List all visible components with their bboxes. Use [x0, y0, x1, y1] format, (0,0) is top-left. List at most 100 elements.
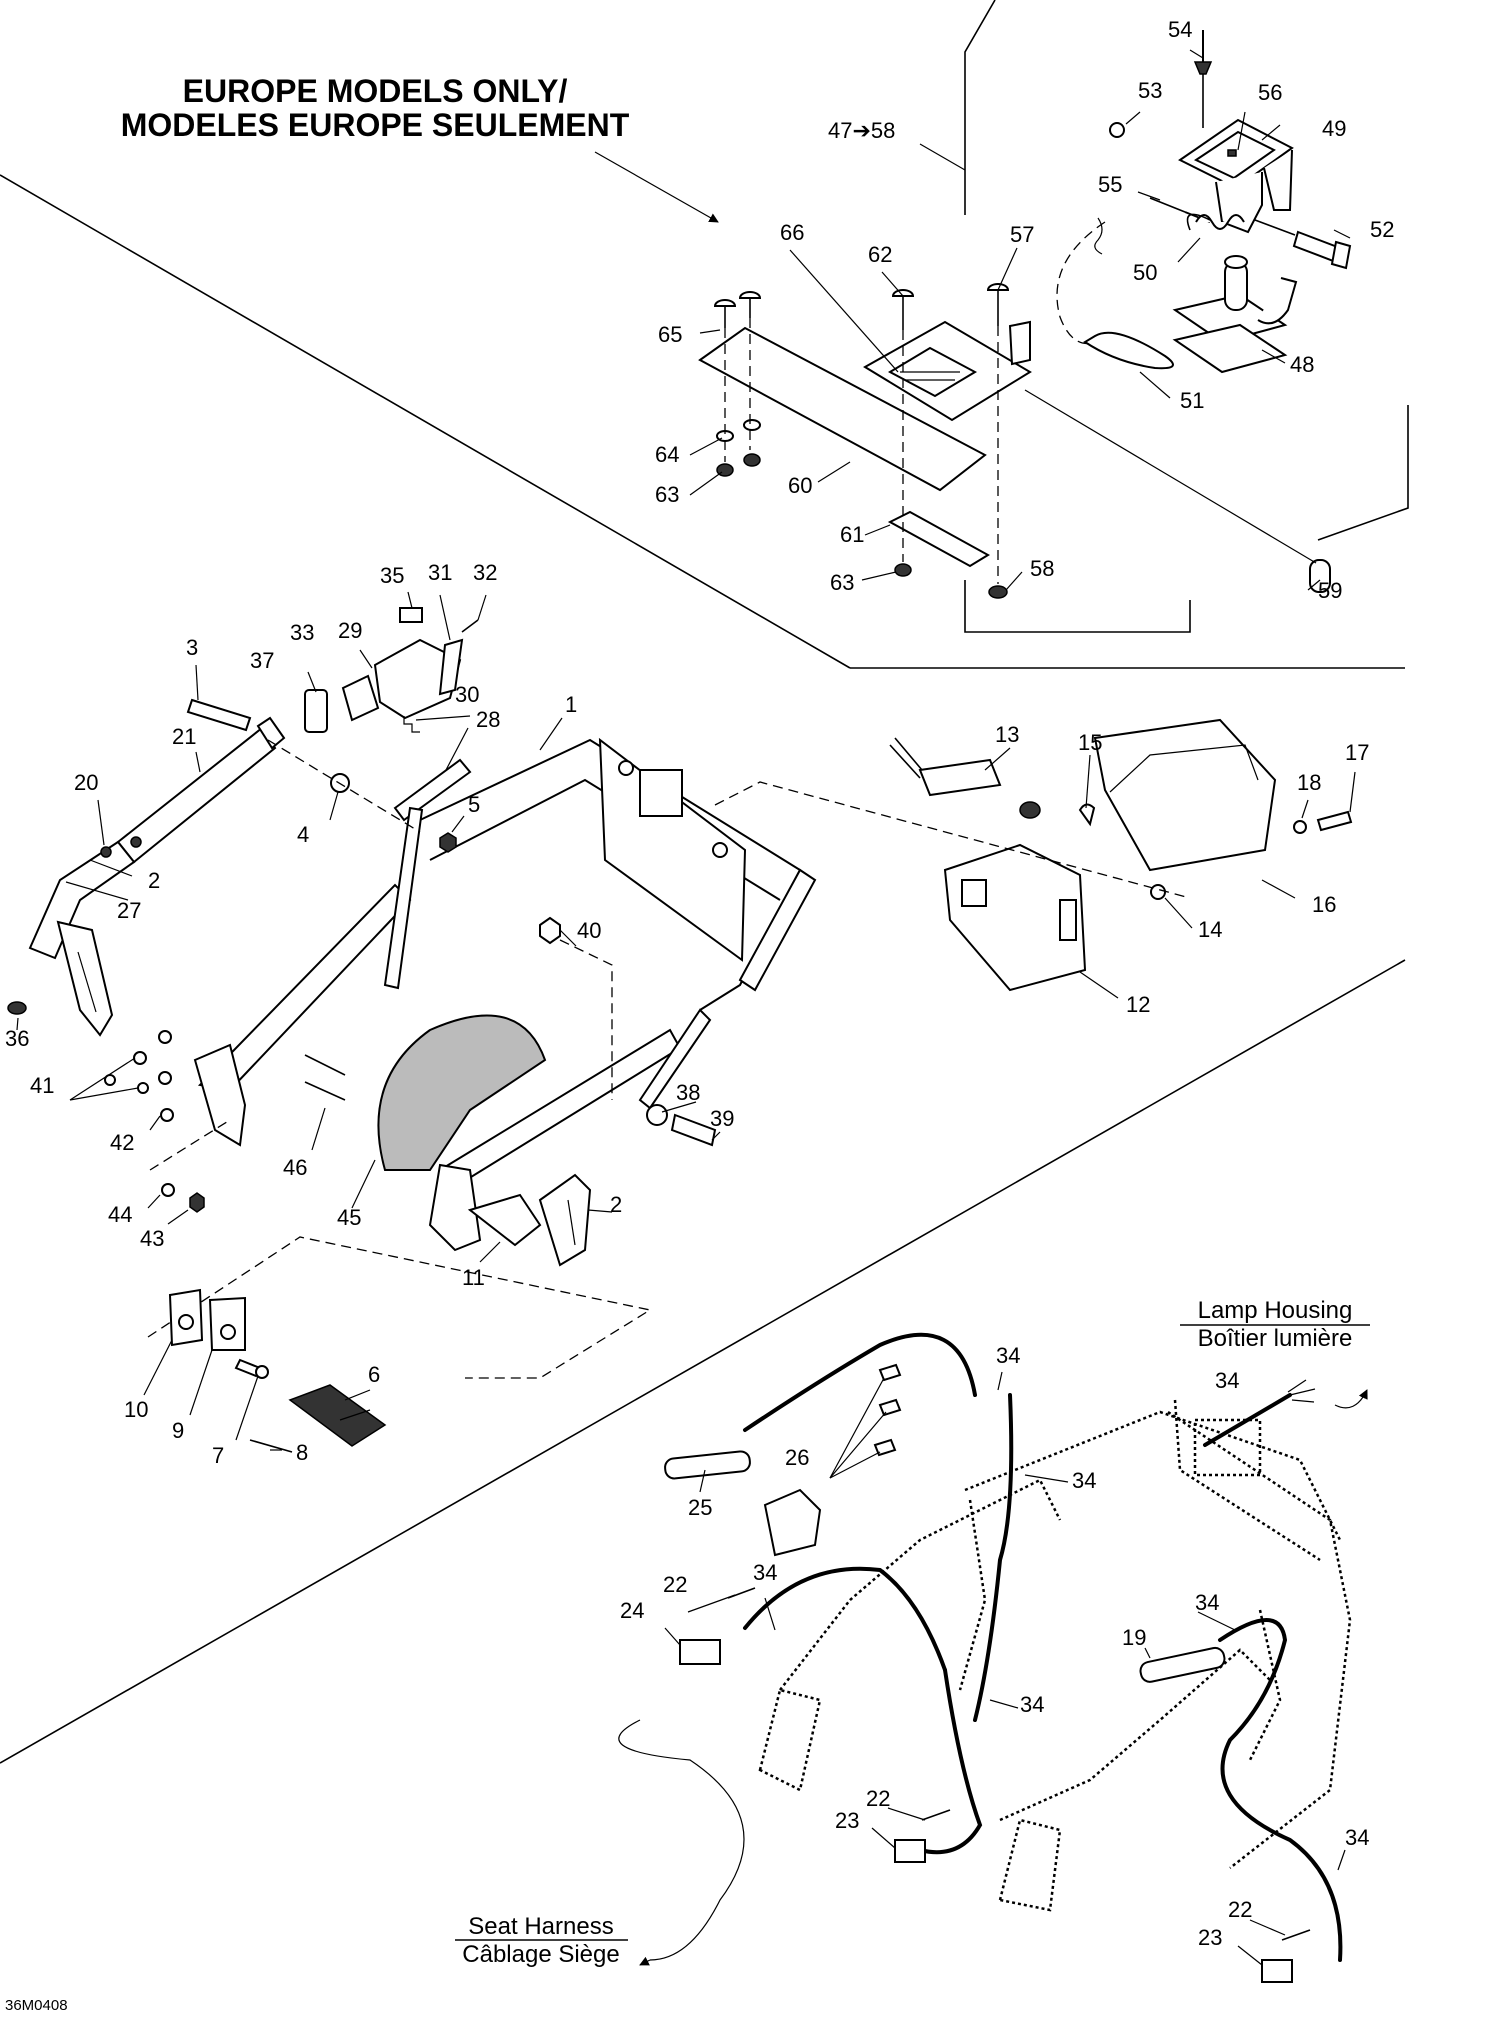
- callout-22c: 22: [1228, 1897, 1252, 1922]
- bushing-leader: [1024, 389, 1317, 564]
- part-26-terminals: [829, 1363, 902, 1479]
- part-2-plate-left: [56, 920, 114, 1037]
- callout-7: 7: [212, 1443, 224, 1468]
- harness-group: [455, 1324, 1370, 1983]
- callout-45: 45: [337, 1205, 361, 1230]
- wire-34-right: [1218, 1618, 1343, 1962]
- callout-18: 18: [1297, 770, 1321, 795]
- wire-34-lower: [918, 1668, 983, 1855]
- strut-left: [383, 806, 424, 990]
- callout-41: 41: [30, 1073, 54, 1098]
- lanyard-hook: [1094, 217, 1103, 255]
- callout-25: 25: [688, 1495, 712, 1520]
- part-49-bracket: [1178, 118, 1294, 234]
- lanyard-cord: [1056, 221, 1109, 345]
- callout-14: 14: [1198, 917, 1222, 942]
- part-9-bracket: [208, 1296, 246, 1351]
- lens-inner: [1109, 744, 1259, 793]
- part-19-grip: [1139, 1646, 1226, 1683]
- part-2-plate-right: [538, 1173, 592, 1267]
- part-1-frame: [419, 737, 817, 1011]
- part-61-bar: [887, 510, 990, 568]
- callout-34e: 34: [1020, 1692, 1044, 1717]
- wire-34-mid: [973, 1393, 1014, 1722]
- part-54-pin: [1193, 30, 1213, 128]
- callout-22b: 22: [866, 1786, 890, 1811]
- part-32-screw: [461, 619, 479, 633]
- lamp-housing-fr: Boîtier lumière: [1198, 1325, 1353, 1352]
- part-16-lens: [1093, 718, 1277, 872]
- callout-16: 16: [1312, 892, 1336, 917]
- part-50-spring: [1186, 213, 1245, 231]
- callout-9: 9: [172, 1418, 184, 1443]
- part-13-cable: [918, 758, 1002, 797]
- callout-56: 56: [1258, 80, 1282, 105]
- part-36-cap: [7, 1001, 27, 1015]
- housing-slot: [1059, 899, 1077, 941]
- part-52-bolt: [1254, 219, 1352, 270]
- callout-36: 36: [5, 1026, 29, 1051]
- seat-harness-arrow: [639, 1956, 651, 1966]
- part-18-washer: [1293, 820, 1307, 834]
- callout-24: 24: [620, 1598, 644, 1623]
- part-22-terminal-b: [921, 1809, 951, 1821]
- europe-kit-group: 47➔58: [698, 30, 1352, 599]
- seat-harness-en: Seat Harness: [468, 1913, 613, 1940]
- callout-34f: 34: [1195, 1590, 1219, 1615]
- part-66-latch: [863, 320, 1032, 422]
- hardware-6-10: [168, 1288, 387, 1453]
- bolt-guide-3: [267, 739, 421, 833]
- lamp-group: [714, 718, 1353, 992]
- callout-34a: 34: [996, 1343, 1020, 1368]
- part-23-connector-b: [1261, 1959, 1293, 1983]
- callout-39: 39: [710, 1106, 734, 1131]
- callout-8: 8: [296, 1440, 308, 1465]
- part-28-tube: [393, 758, 472, 822]
- callout-34d: 34: [753, 1560, 777, 1585]
- part-29-switch: [304, 607, 479, 733]
- part-21-handle: [28, 716, 286, 960]
- housing-window: [961, 879, 987, 907]
- callout-46: 46: [283, 1155, 307, 1180]
- header: EUROPE MODELS ONLY/ MODELES EUROPE SEULE…: [121, 73, 719, 223]
- divider-upper: [0, 174, 851, 669]
- header-line-2: MODELES EUROPE SEULEMENT: [121, 107, 630, 143]
- callout-numbers: 54 53 56 49 55 52 50 48 51 66 62 57 65 6…: [5, 17, 1394, 1950]
- kit-range-leader: [919, 143, 966, 171]
- callout-19: 19: [1122, 1625, 1146, 1650]
- part-40-nut: [539, 916, 561, 945]
- callout-34b: 34: [1215, 1368, 1239, 1393]
- part-45-backrest: [377, 1014, 547, 1171]
- part-60-plate: [698, 326, 987, 492]
- callout-34c: 34: [1072, 1468, 1096, 1493]
- callout-26: 26: [785, 1445, 809, 1470]
- callout-31: 31: [428, 560, 452, 585]
- callout-65: 65: [658, 322, 682, 347]
- callout-60: 60: [788, 473, 812, 498]
- harness-frame-outline: [758, 1399, 1352, 1912]
- plate-slot-right: [567, 1199, 576, 1246]
- seat-harness-fr: Câblage Siège: [462, 1941, 619, 1968]
- callout-23a: 23: [835, 1808, 859, 1833]
- callout-2b: 2: [610, 1192, 622, 1217]
- callout-27: 27: [117, 898, 141, 923]
- part-6-connector: [288, 1384, 387, 1447]
- callout-11: 11: [462, 1265, 485, 1290]
- callout-50: 50: [1133, 260, 1157, 285]
- part-25-grip: [664, 1450, 751, 1480]
- captions: Lamp Housing Boîtier lumière Seat Harnes…: [5, 1297, 1352, 2014]
- part-7-pin: [234, 1358, 262, 1378]
- callout-29: 29: [338, 618, 362, 643]
- callout-43: 43: [140, 1226, 164, 1251]
- callout-22a: 22: [663, 1572, 687, 1597]
- callout-32: 32: [473, 560, 497, 585]
- callout-52: 52: [1370, 217, 1394, 242]
- part-42-bracket: [193, 1043, 247, 1147]
- seat-frame-group: [7, 607, 817, 1379]
- callout-21: 21: [172, 724, 196, 749]
- callout-1: 1: [565, 692, 577, 717]
- part-5-nut: [439, 832, 457, 853]
- drawing-code: 36M0408: [5, 1997, 68, 2014]
- callout-48: 48: [1290, 352, 1314, 377]
